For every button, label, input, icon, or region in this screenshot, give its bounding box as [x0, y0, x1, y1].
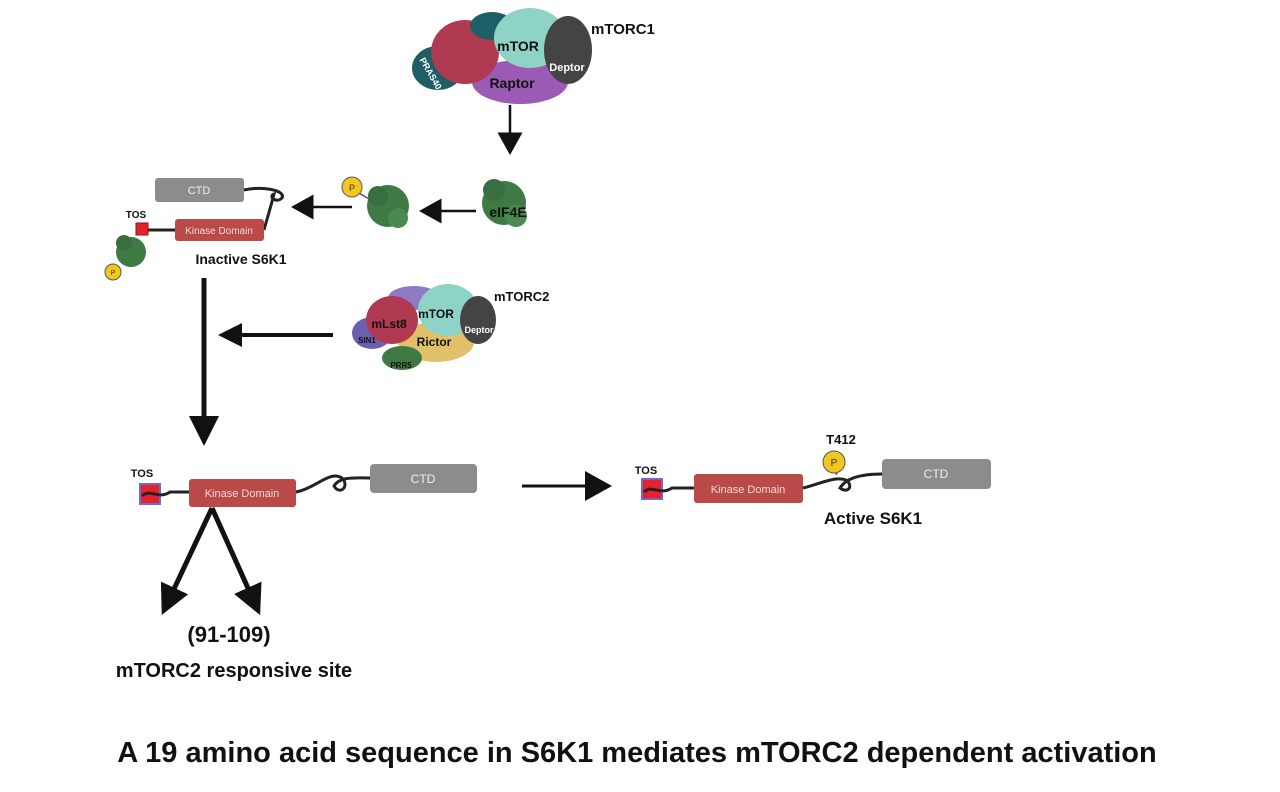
- inactive-p-label: P: [111, 270, 116, 277]
- mtorc1-raptor-label: Raptor: [489, 75, 535, 91]
- eif4e-label: eIF4E: [489, 204, 526, 220]
- active-ctd-box: [882, 459, 991, 489]
- arrow-kinase-left: [160, 506, 215, 616]
- active-s6k1: TOS Kinase Domain P T412 CTD Active S6K1: [635, 432, 991, 528]
- mtorc1-mtor-label: mTOR: [497, 38, 539, 54]
- inactive-kinase-box: [175, 219, 264, 241]
- active-caption: Active S6K1: [824, 509, 922, 528]
- intermediate-ctd-box: [370, 464, 477, 493]
- mtorc2-deptor-subunit: [460, 296, 496, 344]
- mtorc2-complex: mTOR mLst8 Rictor Deptor SIN1 PRR5 mTORC…: [352, 284, 549, 370]
- inactive-ctd-label: CTD: [188, 185, 211, 197]
- active-p-label: P: [831, 458, 838, 469]
- intermediate-ctd-label: CTD: [411, 472, 436, 486]
- mtorc2-mlst8-label: mLst8: [371, 317, 407, 331]
- inactive-s6k1: CTD Kinase Domain TOS P Inactive S6K1: [104, 178, 287, 281]
- inactive-tos-label: TOS: [126, 210, 147, 221]
- mtorc1-complex: mTOR Raptor Deptor PRAS40 mTORC1: [412, 8, 655, 104]
- mtorc1-title: mTORC1: [591, 21, 655, 38]
- region-caption: mTORC2 responsive site: [116, 660, 352, 682]
- region-label: (91-109): [187, 622, 270, 647]
- mtorc2-deptor-label: Deptor: [465, 325, 494, 335]
- mtorc2-prr5-label: PRR5: [390, 361, 412, 370]
- prr5-subunit: [382, 346, 422, 370]
- active-kinase-box: [694, 474, 803, 503]
- mtorc2-sin1-label: SIN1: [358, 336, 376, 345]
- mtorc1-deptor-label: Deptor: [549, 62, 585, 74]
- active-site-label: T412: [826, 432, 856, 447]
- mtorc2-mtor-label: mTOR: [418, 307, 454, 321]
- intermediate-s6k1: TOS Kinase Domain CTD: [131, 464, 477, 507]
- active-ctd-label: CTD: [924, 467, 949, 481]
- inactive-caption: Inactive S6K1: [195, 251, 286, 267]
- active-linker: [802, 472, 883, 492]
- phospho-eif4e: P: [341, 176, 409, 228]
- active-kinase-label: Kinase Domain: [711, 484, 786, 496]
- intermediate-tos-label: TOS: [131, 468, 153, 480]
- raptor-subunit: [472, 60, 568, 104]
- mtorc2-title: mTORC2: [494, 289, 549, 304]
- inactive-tos-box: [135, 222, 149, 236]
- intermediate-linker: [295, 474, 371, 494]
- inactive-ctd-box: [155, 178, 244, 202]
- intermediate-kinase-label: Kinase Domain: [205, 488, 280, 500]
- inactive-linker: [243, 186, 284, 231]
- inactive-p-circle: [104, 263, 122, 281]
- arrow-kinase-right: [209, 506, 262, 616]
- inactive-kinase-label: Kinase Domain: [185, 226, 253, 237]
- intermediate-kinase-box: [189, 479, 296, 507]
- phospho-eif4e-p-circle: [341, 176, 363, 198]
- eif4e-protein: eIF4E: [482, 179, 527, 227]
- deptor-subunit: [544, 16, 592, 84]
- mtorc2-rictor-label: Rictor: [417, 335, 452, 349]
- headline: A 19 amino acid sequence in S6K1 mediate…: [117, 737, 1156, 769]
- mlst8-subunit: [366, 296, 418, 344]
- active-tos-label: TOS: [635, 465, 657, 477]
- active-p-circle: [822, 450, 846, 474]
- phospho-eif4e-p-label: P: [349, 183, 355, 193]
